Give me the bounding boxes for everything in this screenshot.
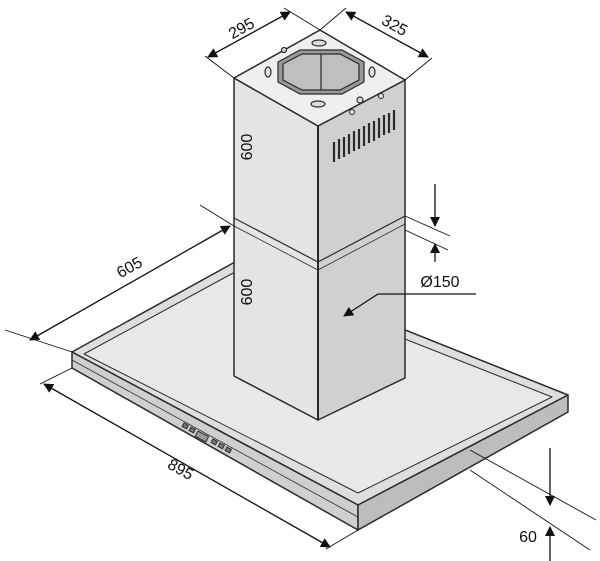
duct-top-opening [264,39,376,108]
dimension-lines [4,7,597,561]
dim-line-hood-width [43,383,331,548]
duct-left-face [233,77,319,421]
dim-line-hood-depth [29,225,231,341]
label-duct-depth: 325 [378,12,410,40]
dim-line-duct-depth [345,11,429,58]
dim-line-duct-width [207,11,291,58]
label-duct-upper-height: 600 [239,134,256,161]
vent-slots [332,110,396,162]
label-hood-depth: 605 [114,254,146,282]
label-outlet-diameter: Ø150 [420,274,459,291]
duct-right-face [317,79,406,421]
label-hood-height: 60 [519,529,537,546]
label-duct-lower-height: 600 [239,279,256,306]
label-hood-width: 895 [164,456,196,484]
hood-right-face [357,394,569,531]
